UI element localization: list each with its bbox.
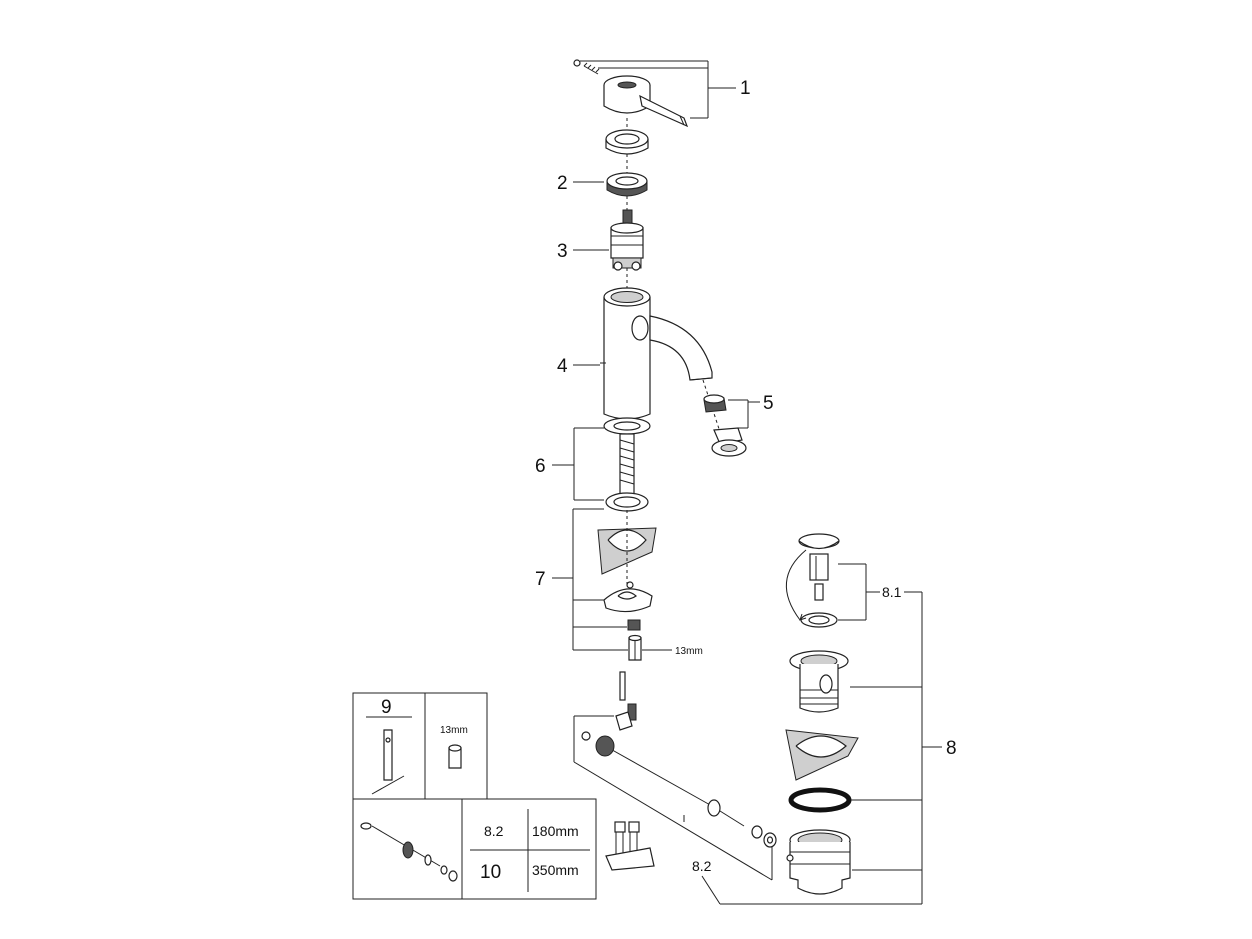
callout-label-8: 8 (946, 738, 957, 759)
callout-label-1: 1 (740, 78, 751, 99)
callout-label-8-2: 8.2 (692, 858, 712, 874)
callout-7-leader (552, 508, 628, 651)
part-aerator (703, 394, 747, 457)
callout-label-6: 6 (535, 456, 546, 477)
callout-5-leader (728, 399, 760, 429)
part-mounting-set (603, 417, 651, 512)
callout-label-8-1: 8.1 (882, 584, 902, 600)
part-cover-ring (605, 129, 649, 155)
tool-box-wrench-size: 13mm (440, 725, 468, 736)
rod-table-part-2: 10 (480, 862, 501, 883)
part-popup-waste (785, 533, 859, 895)
part-cartridge (610, 209, 644, 271)
part-lever-handle (573, 59, 689, 128)
callout-label-2: 2 (557, 173, 568, 194)
rod-length-table (352, 798, 597, 900)
rod-table-part-1: 8.2 (484, 823, 504, 839)
callout-label-7: 7 (535, 569, 546, 590)
tool-box-number: 9 (381, 697, 392, 718)
part-retaining-nut (606, 172, 648, 197)
part-popup-rod-assembly (581, 671, 777, 871)
callout-8-2-leader (573, 715, 922, 905)
callout-8-leader (838, 563, 942, 904)
rod-table-length-2: 350mm (532, 862, 579, 878)
callout-6-leader (552, 427, 604, 501)
callout-wrench-size: 13mm (675, 646, 703, 657)
callout-label-5: 5 (763, 393, 774, 414)
callout-label-4: 4 (557, 356, 568, 377)
tool-box (352, 692, 488, 800)
rod-table-length-1: 180mm (532, 823, 579, 839)
callout-1-leader (580, 60, 736, 119)
part-fixing-kit (597, 510, 657, 661)
callout-label-3: 3 (557, 241, 568, 262)
part-faucet-body (600, 287, 713, 420)
